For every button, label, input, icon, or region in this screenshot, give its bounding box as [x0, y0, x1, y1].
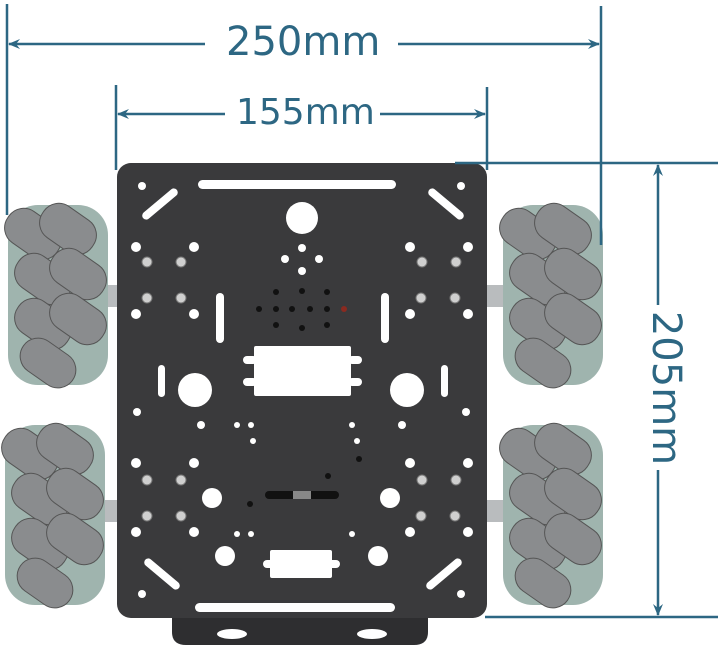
- plate-width-label: 155mm: [232, 95, 379, 131]
- plate-length-label: 205mm: [643, 310, 690, 466]
- wheel-rear-right: [492, 415, 609, 616]
- wheel-front-left: [0, 195, 114, 396]
- dimension-lines: [5, 4, 718, 619]
- wheel-front-right: [492, 195, 609, 396]
- chassis-plate: [117, 163, 487, 618]
- wheel-rear-left: [0, 415, 111, 616]
- overall-width-label: 250mm: [222, 22, 385, 62]
